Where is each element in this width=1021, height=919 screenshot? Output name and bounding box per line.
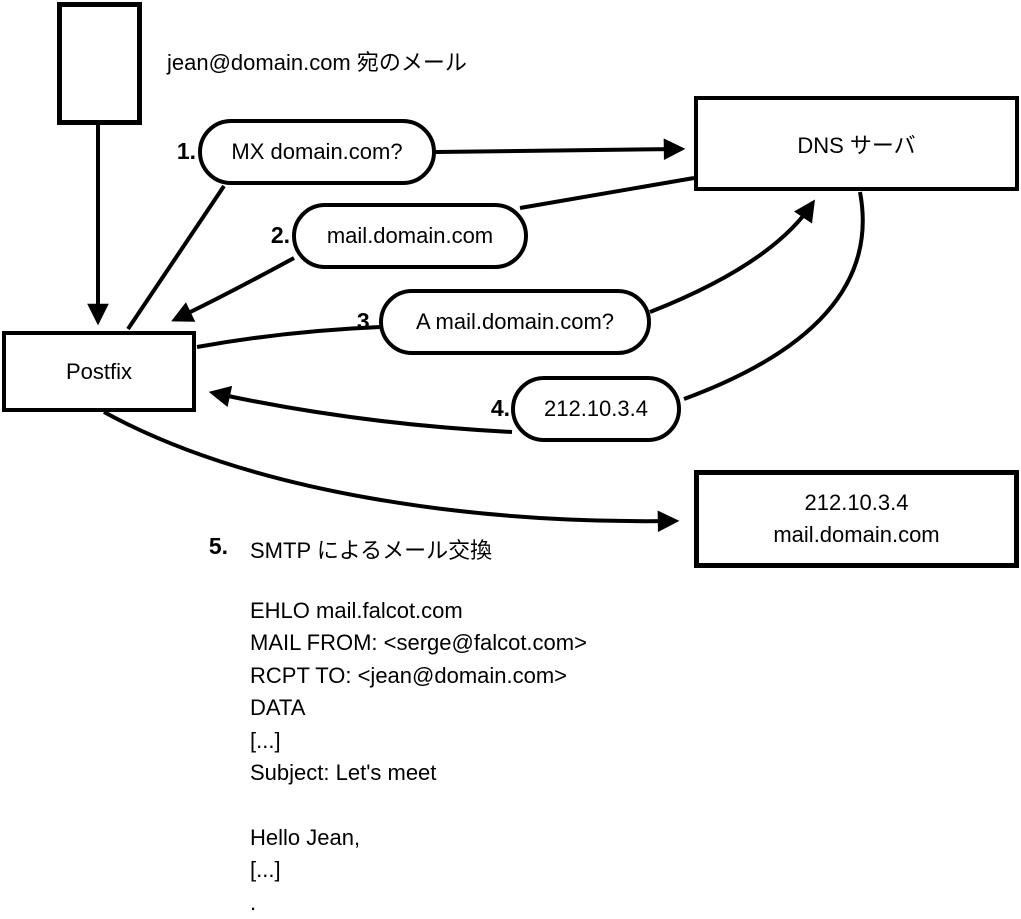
step-2-pill-label: mail.domain.com [326,223,494,248]
mail-server-host-label: mail.domain.com [773,522,940,547]
mail-server-ip-label: 212.10.3.4 [804,490,909,515]
smtp-line-ellipsis-2: [...] [250,857,281,883]
mail-server-node: 212.10.3.4 mail.domain.com [694,470,1019,568]
step-3-number: 3. [356,308,376,334]
arrow-a-answer-to-postfix [208,385,513,434]
smtp-line-end-dot: . [250,889,257,915]
arrow-mx-answer-to-postfix [171,256,295,322]
envelope-icon [57,2,142,125]
smtp-line-blank [250,789,587,821]
step-4-number: 4. [490,395,510,421]
line-dns-to-mx-answer [519,176,695,210]
step-1-number: 1. [176,138,196,164]
arrow-mx-query-to-dns [435,138,686,160]
smtp-line-rcpt-to: RCPT TO: <jean@domain.com> [250,662,568,688]
step-1-pill-mx-query: MX domain.com? [198,119,436,185]
postfix-node: Postfix [2,331,196,412]
line-postfix-to-mx-query [126,184,226,331]
line-postfix-to-a-query [196,325,381,349]
step-3-pill-a-query: A mail.domain.com? [379,289,651,355]
smtp-line-mail-from: MAIL FROM: <serge@falcot.com> [250,630,587,656]
step-3-pill-label: A mail.domain.com? [415,309,615,334]
arrow-a-query-to-dns [649,199,815,314]
step-4-pill-a-answer: 212.10.3.4 [511,376,681,442]
smtp-session-text: EHLO mail.falcot.com MAIL FROM: <serge@f… [250,595,587,919]
arrow-postfix-to-mailserver-smtp [103,410,680,533]
step-2-number: 2. [270,222,290,248]
smtp-line-ellipsis-1: [...] [250,727,281,753]
smtp-line-ehlo: EHLO mail.falcot.com [250,598,463,623]
smtp-line-data: DATA [250,695,306,721]
mail-title-label: jean@domain.com 宛のメール [167,50,467,75]
smtp-line-subject: Subject: Let's meet [250,760,437,786]
dns-server-node: DNS サーバ [694,96,1019,191]
dns-server-label: DNS サーバ [797,132,916,158]
step-5-label: SMTP によるメール交換 [250,538,493,563]
step-2-pill-mx-answer: mail.domain.com [292,203,528,269]
step-4-pill-label: 212.10.3.4 [544,396,648,421]
step-5-number: 5. [208,533,228,559]
postfix-label: Postfix [65,358,133,384]
line-dns-to-a-answer [683,191,865,401]
smtp-line-hello: Hello Jean, [250,824,361,850]
step-1-pill-label: MX domain.com? [231,139,403,164]
